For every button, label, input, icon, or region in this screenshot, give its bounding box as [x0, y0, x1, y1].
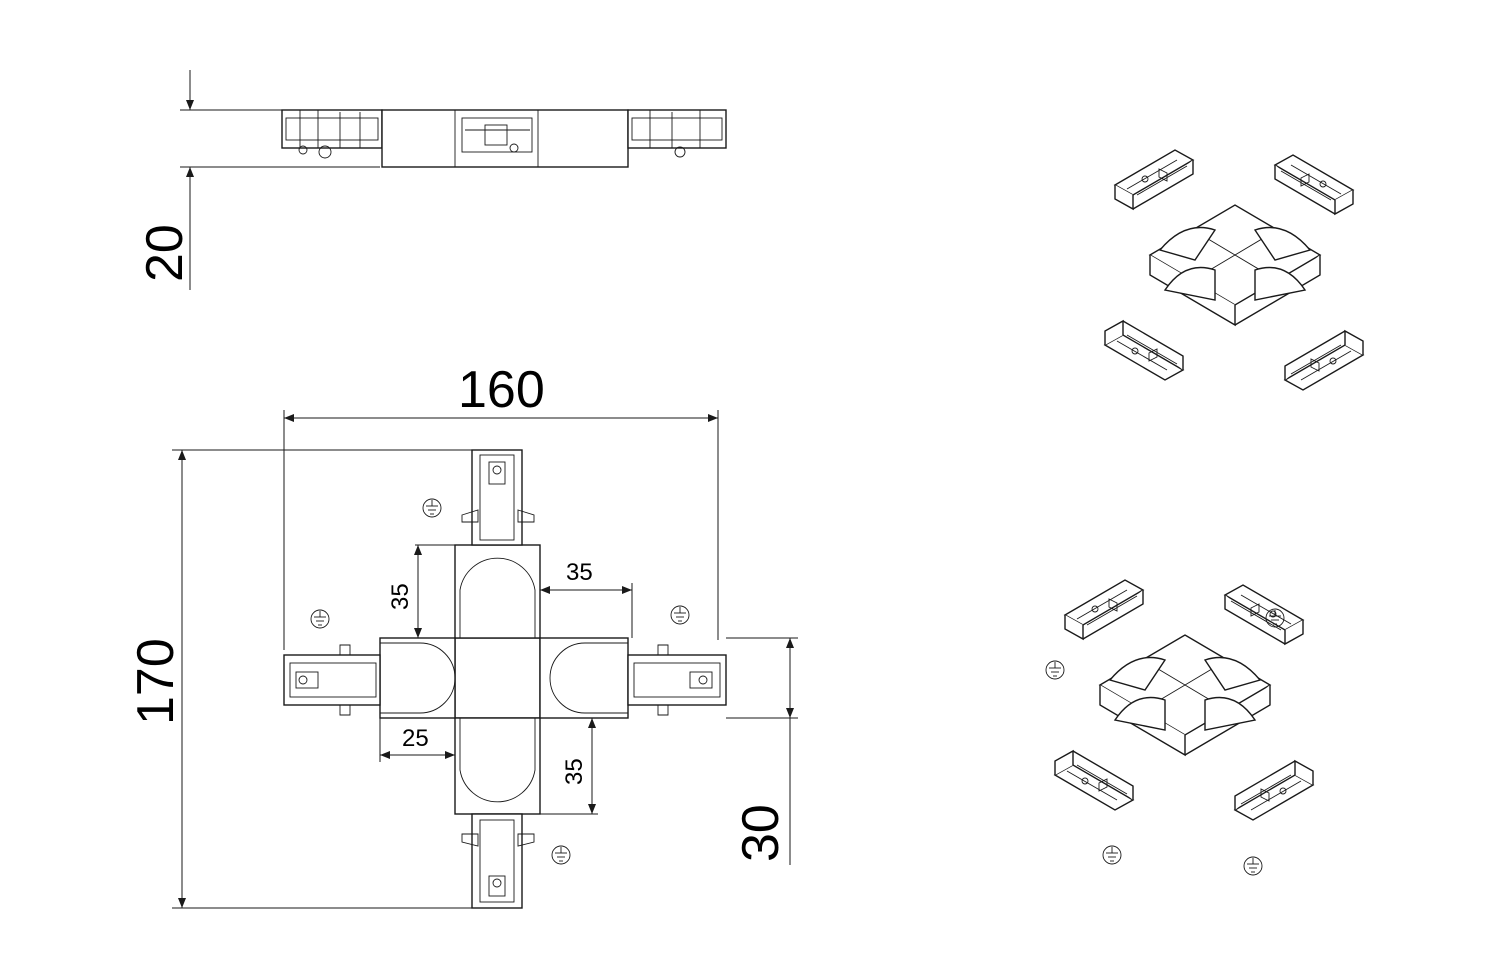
dim-profile-height: 20 [136, 224, 194, 282]
plan-view: 160 170 [127, 361, 798, 909]
dim-arm-length-right: 35 [566, 559, 593, 586]
dim-connector-offset: 25 [402, 725, 429, 752]
dim-total-height: 170 [127, 638, 185, 725]
isometric-view-top [1104, 149, 1364, 391]
dim-arm-length-bottom: 35 [561, 758, 588, 785]
isometric-view-bottom [1045, 579, 1314, 876]
dim-track-width: 30 [732, 804, 790, 862]
dim-total-width: 160 [458, 361, 545, 419]
side-profile-view: 20 [136, 70, 727, 290]
dim-arm-length-top: 35 [387, 583, 414, 610]
